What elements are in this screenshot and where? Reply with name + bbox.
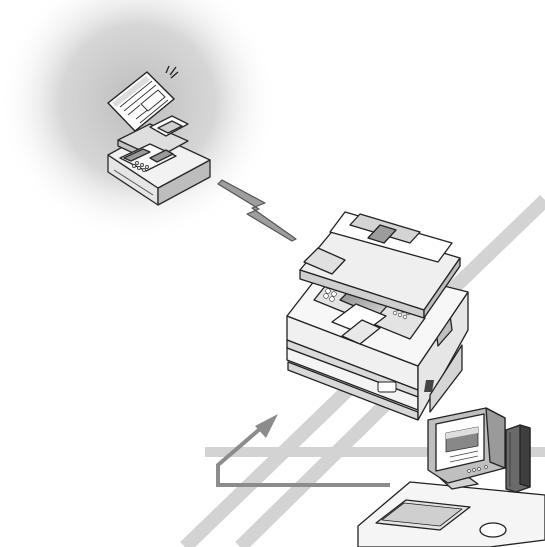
- lightning-bolt-icon: [218, 180, 296, 241]
- mouse-icon: [480, 523, 506, 537]
- multifunction-printer-icon: [287, 212, 468, 420]
- computer-icon: [358, 408, 545, 547]
